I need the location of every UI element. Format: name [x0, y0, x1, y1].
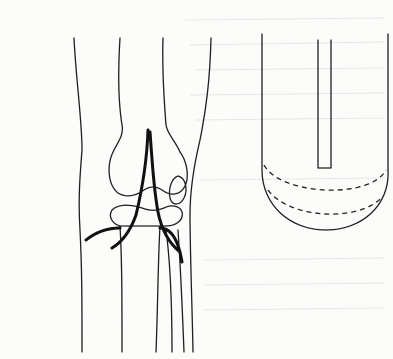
inner-rod [318, 40, 331, 168]
tibia-left-edge [120, 226, 122, 352]
limb-outline [262, 34, 388, 230]
cruciate-ligament-posterior [112, 130, 148, 248]
medial-ligament-arc [86, 228, 120, 240]
dashed-contour-upper [264, 165, 386, 190]
femur-left-edge [114, 38, 122, 150]
femoral-condyles [109, 150, 187, 196]
knee-front-view [74, 38, 211, 352]
leg-outline-left [74, 38, 82, 352]
tibia-right-edge [156, 226, 160, 352]
tibial-plateau [110, 205, 182, 226]
patella [169, 176, 186, 204]
femur-right-edge [163, 38, 180, 152]
show-through-lines [185, 18, 385, 310]
fibula-left-edge [166, 230, 172, 352]
limb-end-view [262, 34, 388, 230]
dashed-contour-lower [268, 190, 383, 214]
leg-outline-right [190, 38, 211, 352]
